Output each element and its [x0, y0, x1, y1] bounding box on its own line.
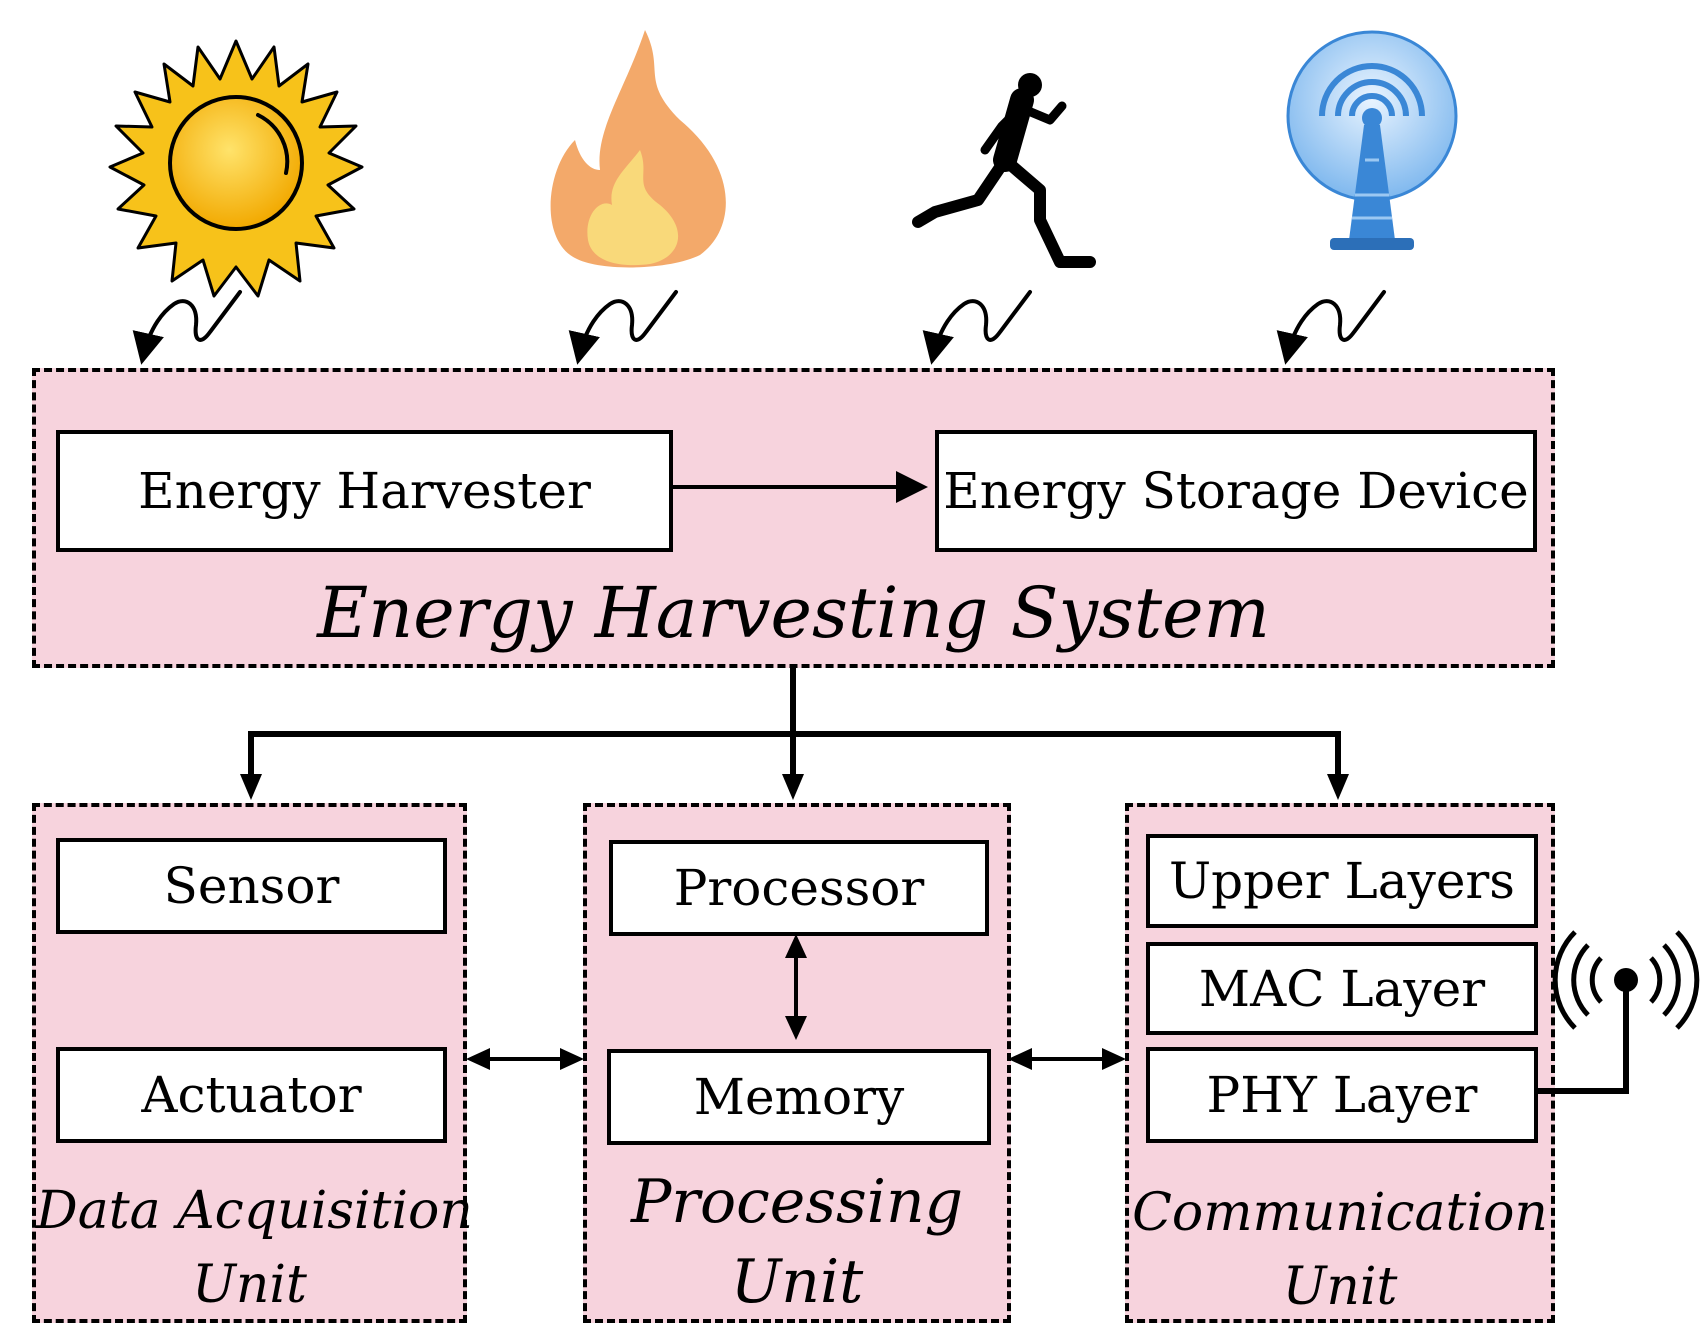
communication-unit-title: Communication Unit [1132, 1183, 1548, 1317]
flame-icon [550, 30, 726, 268]
energy-storage-device-label: Energy Storage Device [943, 462, 1529, 520]
wave-arrow-rf [1276, 290, 1386, 365]
processing-unit-title: Processing Unit [630, 1167, 964, 1317]
communication-unit-region: Upper Layers MAC Layer PHY Layer Communi… [1125, 803, 1555, 1323]
runner-icon [912, 73, 1096, 268]
upper-layers-label: Upper Layers [1169, 852, 1515, 910]
energy-harvesting-system-region: Energy Harvester Energy Storage Device E… [32, 368, 1555, 668]
actuator-box: Actuator [56, 1047, 447, 1143]
arrowhead-to-communication [1327, 774, 1349, 800]
radio-tower-icon [1286, 30, 1458, 250]
data-acquisition-unit-region: Sensor Actuator Data Acquisition Unit [32, 803, 473, 1323]
processing-unit-region: Processor Memory Processing Unit [583, 803, 1011, 1323]
energy-harvesting-system-title: Energy Harvesting System [317, 572, 1270, 654]
mac-layer-box: MAC Layer [1146, 942, 1538, 1035]
phy-layer-label: PHY Layer [1206, 1066, 1478, 1124]
arrowhead-to-processing [782, 774, 804, 800]
processor-box: Processor [609, 840, 989, 936]
energy-harvester-label: Energy Harvester [138, 462, 591, 520]
energy-storage-device-box: Energy Storage Device [935, 430, 1537, 552]
memory-box: Memory [607, 1049, 991, 1145]
antenna-icon [1534, 930, 1700, 1094]
phy-layer-box: PHY Layer [1146, 1047, 1538, 1143]
mac-layer-label: MAC Layer [1198, 959, 1486, 1018]
processor-label: Processor [673, 859, 925, 917]
upper-layers-box: Upper Layers [1146, 834, 1538, 928]
actuator-label: Actuator [141, 1066, 362, 1124]
wave-arrow-fire [568, 290, 678, 365]
power-distribution-arrows [248, 668, 1341, 784]
arrowhead-to-data-acquisition [240, 774, 262, 800]
wave-arrow-sun [132, 290, 242, 365]
memory-label: Memory [693, 1068, 905, 1126]
sun-icon [108, 39, 364, 298]
sensor-label: Sensor [163, 857, 340, 915]
data-acquisition-unit-title: Data Acquisition Unit [36, 1181, 473, 1315]
energy-input-arrows [132, 290, 1386, 365]
sensor-box: Sensor [56, 838, 447, 934]
wave-arrow-motion [922, 290, 1032, 365]
energy-harvester-box: Energy Harvester [56, 430, 673, 552]
